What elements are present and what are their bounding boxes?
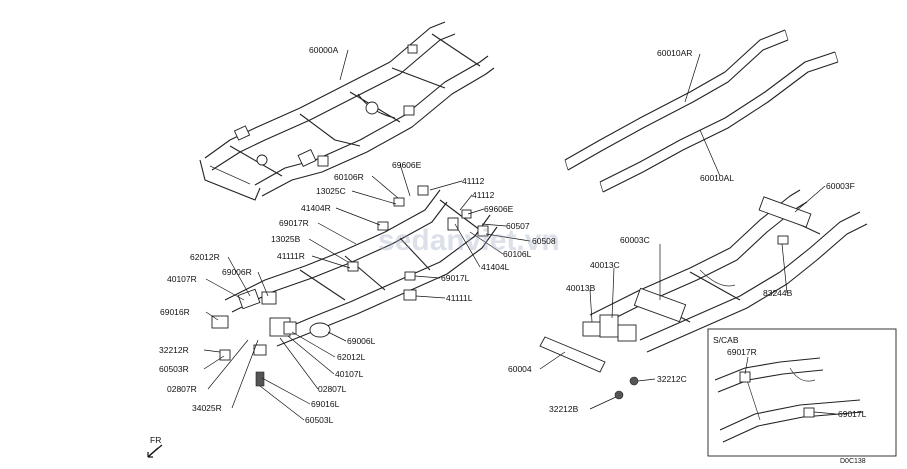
- label-69017L-inset: 69017L: [838, 409, 867, 419]
- label-32212R: 32212R: [159, 345, 189, 355]
- label-69006R: 69006R: [222, 267, 252, 277]
- label-69017R-inset: 69017R: [727, 347, 757, 357]
- label-41112-a: 41112: [462, 176, 485, 186]
- label-62012L: 62012L: [337, 352, 366, 362]
- label-32212C: 32212C: [657, 374, 687, 384]
- label-60106L: 60106L: [503, 249, 532, 259]
- label-40107L: 40107L: [335, 369, 364, 379]
- s-cab-inset: [707, 328, 897, 457]
- label-13025B: 13025B: [271, 234, 301, 244]
- label-41404L: 41404L: [481, 262, 510, 272]
- label-60106R: 60106R: [334, 172, 364, 182]
- label-60010AR: 60010AR: [657, 48, 692, 58]
- label-60507: 60507: [506, 221, 530, 231]
- label-02807L: 02807L: [318, 384, 347, 394]
- side-rails-illustration: [564, 29, 839, 193]
- exploded-frame-illustration: [211, 185, 498, 387]
- label-40013B: 40013B: [566, 283, 596, 293]
- label-60503L: 60503L: [305, 415, 334, 425]
- label-69606E-top: 69606E: [392, 160, 422, 170]
- label-69606E-mid: 69606E: [484, 204, 514, 214]
- watermark: sedanviet.vn: [378, 224, 560, 257]
- diagram-code: D0C138: [840, 458, 866, 465]
- label-60003F: 60003F: [826, 181, 855, 191]
- label-41111R: 41111R: [277, 251, 305, 261]
- front-direction-label: FR: [150, 435, 161, 445]
- label-60503R: 60503R: [159, 364, 189, 374]
- label-69017L-main: 69017L: [441, 273, 470, 283]
- label-34025R: 34025R: [192, 403, 222, 413]
- label-60508: 60508: [532, 236, 556, 246]
- s-cab-inset-border: [707, 328, 897, 457]
- label-62012R: 62012R: [190, 252, 220, 262]
- cross-member-frame-illustration: [539, 189, 868, 400]
- label-40013C: 40013C: [590, 260, 620, 270]
- label-69016R: 69016R: [160, 307, 190, 317]
- inset-title: S/CAB: [713, 335, 739, 345]
- label-41404R: 41404R: [301, 203, 331, 213]
- label-69006L: 69006L: [347, 336, 376, 346]
- label-60003C: 60003C: [620, 235, 650, 245]
- label-83244B: 83244B: [763, 288, 793, 298]
- label-02807R: 02807R: [167, 384, 197, 394]
- label-60004: 60004: [508, 364, 532, 374]
- label-40107R: 40107R: [167, 274, 197, 284]
- label-60010AL: 60010AL: [700, 173, 734, 183]
- frame-assembly-illustration: [199, 21, 495, 201]
- front-direction-arrow: [147, 444, 163, 458]
- label-69016L: 69016L: [311, 399, 340, 409]
- label-13025C: 13025C: [316, 186, 346, 196]
- label-60000A: 60000A: [309, 45, 339, 55]
- label-41112-b: 41112: [472, 190, 495, 200]
- label-69017R-main: 69017R: [279, 218, 309, 228]
- label-41111L: 41111L: [446, 293, 473, 303]
- label-32212B: 32212B: [549, 404, 579, 414]
- leader-lines: [203, 49, 837, 421]
- part-labels: 60000A 60010AR 60010AL 60003F 60106R 696…: [150, 45, 867, 465]
